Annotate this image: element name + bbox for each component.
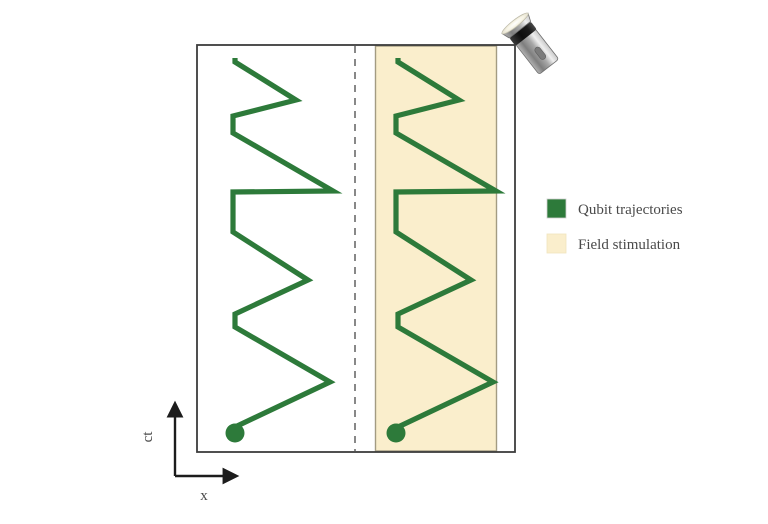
flashlight-switch (534, 46, 547, 60)
qubit-trajectory-left (225, 58, 343, 443)
spacetime-box (196, 44, 516, 453)
legend-item-field-stimulation: Field stimulation (546, 233, 681, 254)
qubit-start-marker-right (386, 423, 406, 443)
flashlight-icon (501, 12, 559, 74)
legend-swatch-field-stimulation (546, 233, 567, 254)
x-axis-label: x (200, 488, 208, 504)
trajectory-path-right (393, 58, 506, 434)
flashlight-lens (501, 12, 529, 35)
qubit-trajectory-right (386, 58, 506, 443)
axes-group: ct x (140, 400, 240, 504)
legend-item-qubit-trajectories: Qubit trajectories (546, 198, 683, 219)
trajectory-path-left (230, 58, 343, 434)
flashlight-ring (510, 22, 536, 46)
legend-label-field-stimulation: Field stimulation (578, 237, 681, 253)
legend-label-qubit-trajectories: Qubit trajectories (578, 202, 683, 218)
qubit-start-marker-left (225, 423, 245, 443)
y-axis-label: ct (140, 431, 156, 443)
legend-swatch-qubit-trajectories (546, 198, 567, 219)
legend: Qubit trajectories Field stimulation (546, 198, 683, 254)
